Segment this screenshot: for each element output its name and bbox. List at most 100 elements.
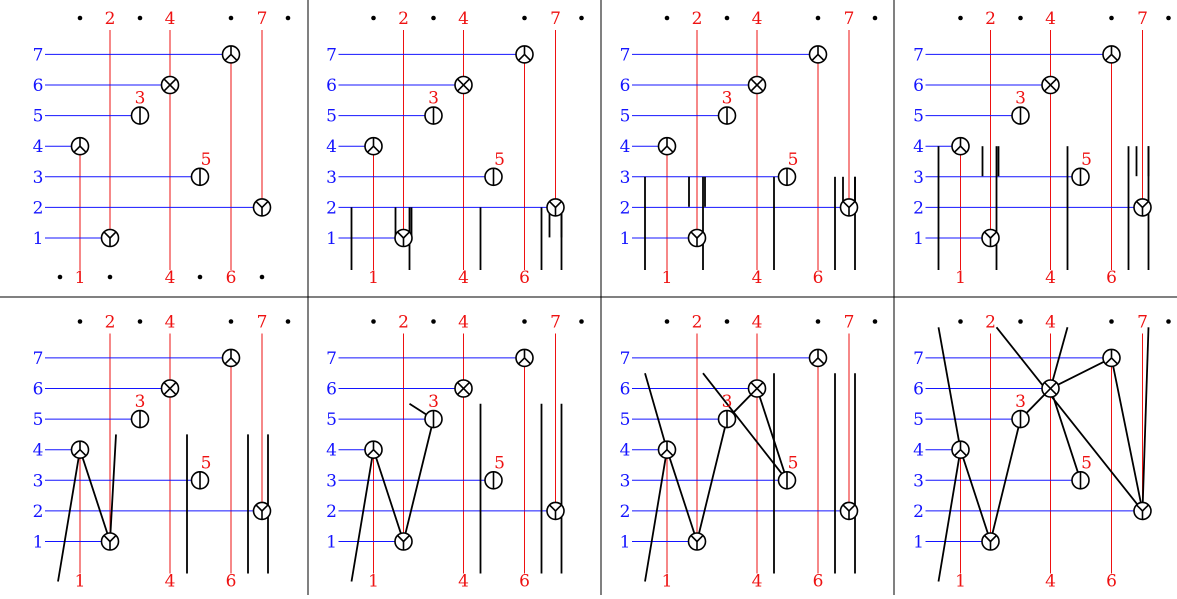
bottom-label: 4 <box>458 268 469 288</box>
row-label: 2 <box>913 502 924 522</box>
dot <box>228 319 234 324</box>
node-6-stroke <box>1043 381 1058 396</box>
row-label: 6 <box>326 380 337 400</box>
row-label: 3 <box>33 471 44 491</box>
node-7-stroke <box>1104 357 1113 365</box>
node-4-stroke <box>959 145 968 153</box>
row-label: 6 <box>326 76 337 96</box>
row-label: 5 <box>33 107 44 127</box>
node-1-stroke <box>983 231 992 239</box>
bottom-label: 1 <box>955 572 966 592</box>
node-2-stroke <box>1141 504 1150 512</box>
node-4-stroke <box>372 145 381 153</box>
node-2-stroke <box>255 200 263 208</box>
row-label: 4 <box>620 137 631 157</box>
dot <box>1018 15 1023 21</box>
row-label: 6 <box>913 380 924 400</box>
top-label: 7 <box>1137 9 1148 29</box>
row-label: 1 <box>620 533 631 553</box>
bottom-label: 6 <box>813 572 824 592</box>
top-label: 2 <box>985 313 996 333</box>
node-1-stroke <box>103 231 111 239</box>
row-label: 6 <box>620 380 631 400</box>
dot <box>431 15 436 21</box>
node-1-stroke <box>109 534 117 543</box>
dot <box>1166 15 1171 21</box>
path-line <box>1049 327 1069 389</box>
top-label: 2 <box>398 313 409 333</box>
row-label: 3 <box>620 471 631 491</box>
row-label: 2 <box>33 502 44 522</box>
node-4-stroke <box>79 449 87 457</box>
node-label: 5 <box>788 150 799 170</box>
node-6-stroke <box>456 78 471 92</box>
bottom-label: 1 <box>75 572 86 592</box>
row-label: 5 <box>620 107 631 127</box>
path-line <box>644 372 788 582</box>
path-line <box>937 326 1144 582</box>
node-2-stroke <box>255 504 263 512</box>
dot <box>1166 319 1171 324</box>
bottom-label: 4 <box>165 268 176 288</box>
row-label: 4 <box>913 137 924 157</box>
row-label: 7 <box>913 349 924 369</box>
dot <box>137 15 143 21</box>
node-label: 3 <box>135 89 146 109</box>
node-4-stroke <box>666 449 674 457</box>
row-label: 5 <box>913 410 924 430</box>
top-label: 2 <box>985 9 996 29</box>
node-1-stroke <box>103 534 111 543</box>
dot <box>958 15 963 21</box>
node-2-stroke <box>554 504 563 512</box>
row-label: 1 <box>33 229 44 249</box>
node-2-stroke <box>554 200 563 208</box>
node-label: 5 <box>788 453 799 473</box>
dot <box>724 319 730 324</box>
node-1-stroke <box>109 231 117 239</box>
node-label: 5 <box>494 150 505 170</box>
node-label: 5 <box>494 453 505 473</box>
bottom-label: 6 <box>519 572 530 592</box>
row-label: 3 <box>620 168 631 188</box>
node-4-stroke <box>953 449 962 457</box>
node-7-stroke <box>230 53 238 61</box>
node-7-stroke <box>523 53 532 61</box>
node-label: 3 <box>1015 89 1026 109</box>
top-label: 7 <box>550 9 561 29</box>
bottom-label: 1 <box>955 268 966 288</box>
node-7-stroke <box>517 53 526 61</box>
top-label: 4 <box>458 313 469 333</box>
node-2-stroke <box>842 504 850 512</box>
node-1-stroke <box>696 534 704 543</box>
row-label: 7 <box>620 349 631 369</box>
dot <box>371 15 376 21</box>
bottom-label: 6 <box>1106 268 1117 288</box>
bottom-label: 1 <box>368 572 379 592</box>
bottom-label: 1 <box>662 572 673 592</box>
node-label: 3 <box>428 392 439 412</box>
dot <box>137 319 143 324</box>
node-6-stroke <box>750 78 764 92</box>
node-4-stroke <box>660 449 668 457</box>
row-label: 4 <box>326 137 337 157</box>
path-line <box>1141 327 1150 511</box>
node-4-stroke <box>73 145 81 153</box>
node-1-stroke <box>989 231 998 239</box>
node-label: 3 <box>1015 392 1026 412</box>
row-label: 7 <box>326 45 337 65</box>
dot <box>664 319 670 324</box>
node-2-stroke <box>1135 504 1144 512</box>
dot <box>872 15 878 21</box>
bottom-label: 4 <box>458 572 469 592</box>
node-1-stroke <box>690 534 698 543</box>
node-2-stroke <box>261 504 269 512</box>
node-7-stroke <box>517 357 526 365</box>
bottom-label: 4 <box>752 572 763 592</box>
node-7-stroke <box>817 357 825 365</box>
